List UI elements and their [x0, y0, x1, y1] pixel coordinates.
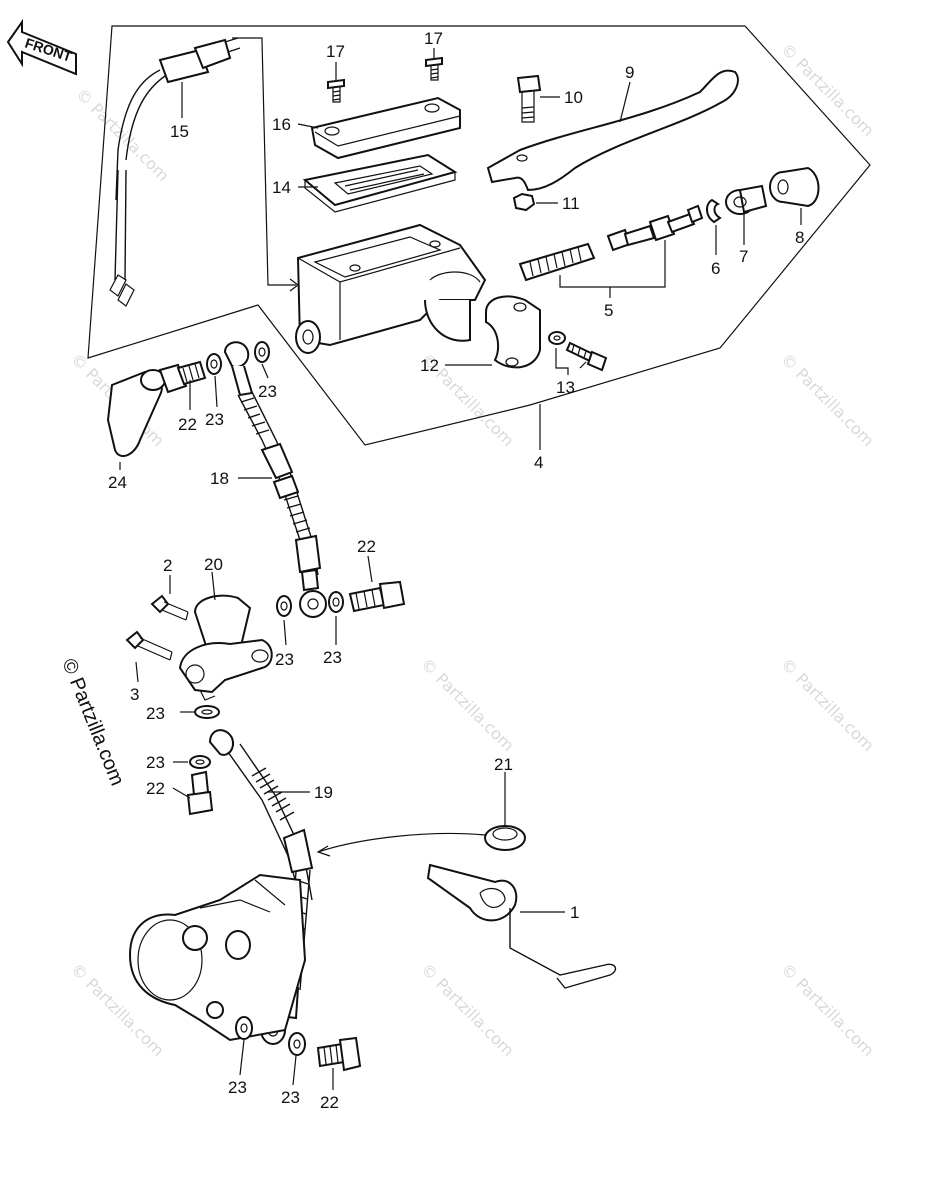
- clamp-bolt: [548, 331, 608, 372]
- callout-10: 10: [564, 88, 583, 107]
- callout-14: 14: [272, 178, 291, 197]
- watermark-10: © Partzilla.com: [777, 959, 878, 1060]
- callout-23a: 23: [205, 410, 224, 429]
- callout-4: 4: [534, 453, 543, 472]
- callout-6: 6: [711, 259, 720, 278]
- front-arrow: FRONT: [6, 18, 77, 76]
- brake-lever: [486, 69, 739, 192]
- callout-23b: 23: [258, 382, 277, 401]
- side-copyright: © Partzilla.com: [57, 656, 128, 789]
- callout-23d: 23: [323, 648, 342, 667]
- cap-screws: [327, 56, 443, 103]
- callout-23e: 23: [146, 704, 165, 723]
- handlebar-clamp: [485, 295, 541, 369]
- callout-20: 20: [204, 555, 223, 574]
- callout-3: 3: [130, 685, 139, 704]
- callout-13: 13: [556, 378, 575, 397]
- callout-11: 11: [562, 194, 580, 213]
- callout-19: 19: [314, 783, 333, 802]
- callout-22c: 22: [146, 779, 165, 798]
- hose-junction: [178, 594, 273, 701]
- callout-21: 21: [494, 755, 513, 774]
- callout-22a: 22: [178, 415, 197, 434]
- dust-boot: [769, 166, 820, 208]
- callout-23g: 23: [228, 1078, 247, 1097]
- callout-16: 16: [272, 115, 291, 134]
- callout-15: 15: [170, 122, 189, 141]
- callout-17a: 17: [326, 42, 345, 61]
- watermark-9: © Partzilla.com: [417, 959, 518, 1060]
- brake-caliper: [128, 873, 307, 1042]
- callout-18: 18: [210, 469, 229, 488]
- callout-7: 7: [739, 247, 748, 266]
- lower-joint-washers: [186, 705, 220, 816]
- callout-23f: 23: [146, 753, 165, 772]
- junction-bolts: [125, 594, 189, 661]
- push-rod: [725, 184, 768, 215]
- diaphragm: [302, 153, 458, 213]
- callout-8: 8: [795, 228, 804, 247]
- callout-1: 1: [570, 903, 579, 922]
- upper-banjo-joint: [158, 341, 270, 397]
- watermark-6: © Partzilla.com: [417, 654, 518, 755]
- watermark-5: © Partzilla.com: [777, 349, 878, 450]
- callout-17b: 17: [424, 29, 443, 48]
- callout-22b: 22: [357, 537, 376, 556]
- piston-assembly: [518, 204, 704, 282]
- leader-lines: [119, 48, 802, 1090]
- assembly-boundary: [87, 25, 871, 446]
- guide-arrowhead: [316, 845, 331, 857]
- middle-banjo-joint: [276, 580, 406, 617]
- hose-guide: [426, 863, 617, 989]
- callout-12: 12: [420, 356, 439, 375]
- watermark-1: © Partzilla.com: [72, 84, 173, 185]
- reservoir-cap: [310, 96, 461, 160]
- pivot-bolt: [516, 74, 542, 123]
- callout-9: 9: [625, 63, 634, 82]
- watermark-2: © Partzilla.com: [777, 39, 878, 140]
- watermark-7: © Partzilla.com: [777, 654, 878, 755]
- upper-brake-hose: [237, 391, 327, 618]
- callouts: 15 17 17 16 14 9 10 11 6 7 8 5 12 13 4 2…: [108, 29, 804, 1112]
- callout-2: 2: [163, 556, 172, 575]
- grommet: [484, 825, 526, 851]
- master-cylinder-body: [295, 223, 487, 354]
- pivot-nut: [512, 192, 536, 212]
- banjo-cap: [106, 369, 166, 458]
- callout-24: 24: [108, 473, 127, 492]
- callout-23c: 23: [275, 650, 294, 669]
- callout-23h: 23: [281, 1088, 300, 1107]
- callout-5: 5: [604, 301, 613, 320]
- brake-light-switch: [109, 37, 299, 307]
- callout-22d: 22: [320, 1093, 339, 1112]
- circlip: [706, 198, 722, 224]
- guide-arrow: [317, 832, 486, 853]
- caliper-banjo-joint: [235, 1016, 362, 1072]
